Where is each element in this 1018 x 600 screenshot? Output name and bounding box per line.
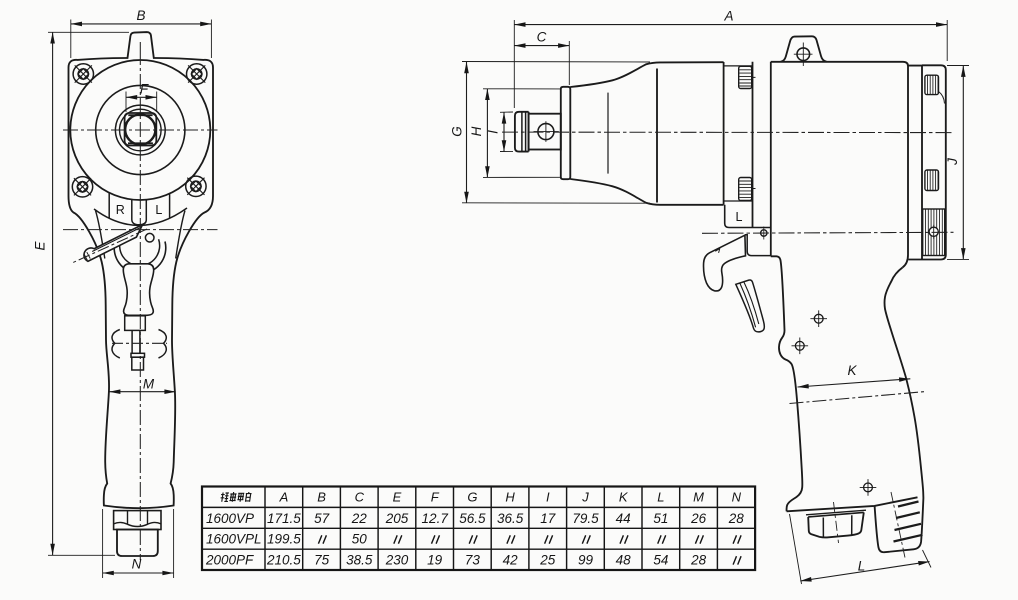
svg-text:2000PF: 2000PF: [205, 553, 254, 568]
svg-text:205: 205: [385, 511, 409, 526]
svg-text:K: K: [619, 490, 629, 505]
svg-text:E: E: [33, 241, 48, 251]
svg-text:B: B: [136, 8, 145, 23]
svg-text:50: 50: [352, 532, 368, 547]
svg-text:J: J: [581, 490, 589, 505]
svg-text:51: 51: [653, 511, 668, 526]
svg-text:19: 19: [427, 553, 443, 568]
svg-text:210.5: 210.5: [266, 553, 301, 568]
svg-text:56.5: 56.5: [459, 511, 486, 526]
svg-text:M: M: [143, 377, 155, 392]
svg-text:73: 73: [465, 553, 481, 568]
svg-text:1600VP: 1600VP: [206, 511, 254, 526]
svg-text:E: E: [393, 490, 402, 505]
svg-text:A: A: [279, 490, 289, 505]
svg-text:A: A: [723, 9, 733, 24]
svg-text:54: 54: [653, 553, 668, 568]
svg-text:75: 75: [314, 553, 330, 568]
svg-text:36.5: 36.5: [497, 511, 524, 526]
svg-text:48: 48: [616, 553, 632, 568]
svg-text:N: N: [132, 557, 142, 572]
svg-text:199.5: 199.5: [267, 532, 301, 547]
svg-text:28: 28: [690, 553, 707, 568]
svg-text:J: J: [945, 158, 960, 166]
svg-text:H: H: [505, 490, 515, 505]
svg-text:22: 22: [351, 511, 368, 526]
svg-text:L: L: [858, 559, 866, 574]
svg-text:M: M: [693, 490, 704, 505]
svg-text:B: B: [317, 490, 326, 505]
svg-text:79.5: 79.5: [572, 511, 599, 526]
svg-text:42: 42: [503, 553, 519, 568]
svg-text:25: 25: [539, 553, 556, 568]
svg-text:1600VPL: 1600VPL: [206, 532, 262, 547]
svg-text:C: C: [537, 30, 547, 45]
svg-text:H: H: [469, 126, 484, 136]
svg-text:L: L: [155, 203, 162, 217]
svg-text:12.7: 12.7: [422, 511, 449, 526]
svg-text:230: 230: [385, 553, 409, 568]
svg-text:G: G: [467, 490, 477, 505]
svg-text:R: R: [116, 203, 125, 217]
svg-text:L: L: [736, 210, 743, 224]
svg-text:I: I: [546, 490, 550, 505]
svg-text:I: I: [486, 130, 501, 134]
svg-text:C: C: [355, 490, 365, 505]
svg-text:N: N: [732, 490, 742, 505]
svg-text:F: F: [140, 82, 149, 97]
svg-text:99: 99: [578, 553, 594, 568]
svg-text:38.5: 38.5: [346, 553, 373, 568]
svg-text:17: 17: [540, 511, 556, 526]
svg-text:G: G: [450, 126, 465, 137]
svg-text:L: L: [657, 490, 664, 505]
svg-text:F: F: [431, 490, 440, 505]
svg-text:K: K: [847, 363, 857, 378]
svg-text:26: 26: [690, 511, 707, 526]
svg-text:44: 44: [616, 511, 631, 526]
svg-text:171.5: 171.5: [267, 511, 301, 526]
svg-text:57: 57: [314, 511, 330, 526]
svg-text:28: 28: [728, 511, 745, 526]
